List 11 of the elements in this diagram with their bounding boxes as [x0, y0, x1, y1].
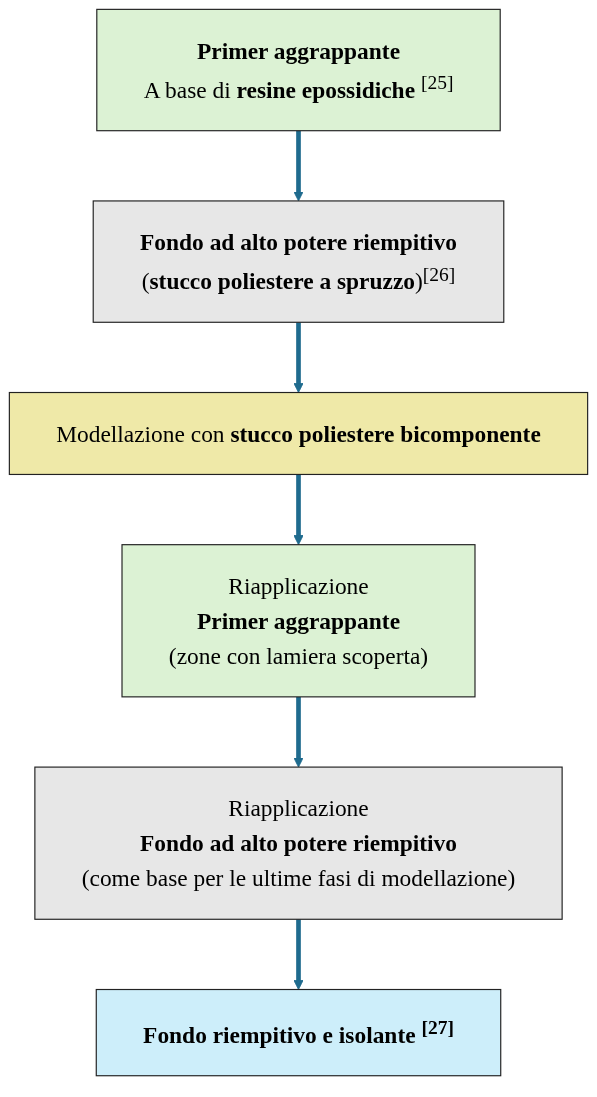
arrow: [293, 474, 304, 546]
node-box: Primer aggrappante A base di resine epossidiche $^{[25]}$: [96, 8, 501, 132]
node-box: Fondo ad alto potere riempitivo (stucco poliestere a spruzzo)$^{[26]}$: [92, 200, 505, 323]
arrow: [293, 322, 304, 393]
node-box: Riapplicazione Primer aggrappante (zone con lamiera scoperta): [121, 544, 476, 698]
arrow: [293, 696, 304, 768]
node-box: Fondo riempitivo e isolante $^{[27]}$: [95, 988, 502, 1077]
node-box: Modellazione con stucco poliestere bicomponente: [8, 391, 589, 476]
arrow: [293, 919, 304, 990]
arrow: [293, 130, 304, 202]
node-box: Riapplicazione Fondo ad alto potere riempitivo (come base per le ultime fasi di modellazione): [34, 766, 563, 920]
